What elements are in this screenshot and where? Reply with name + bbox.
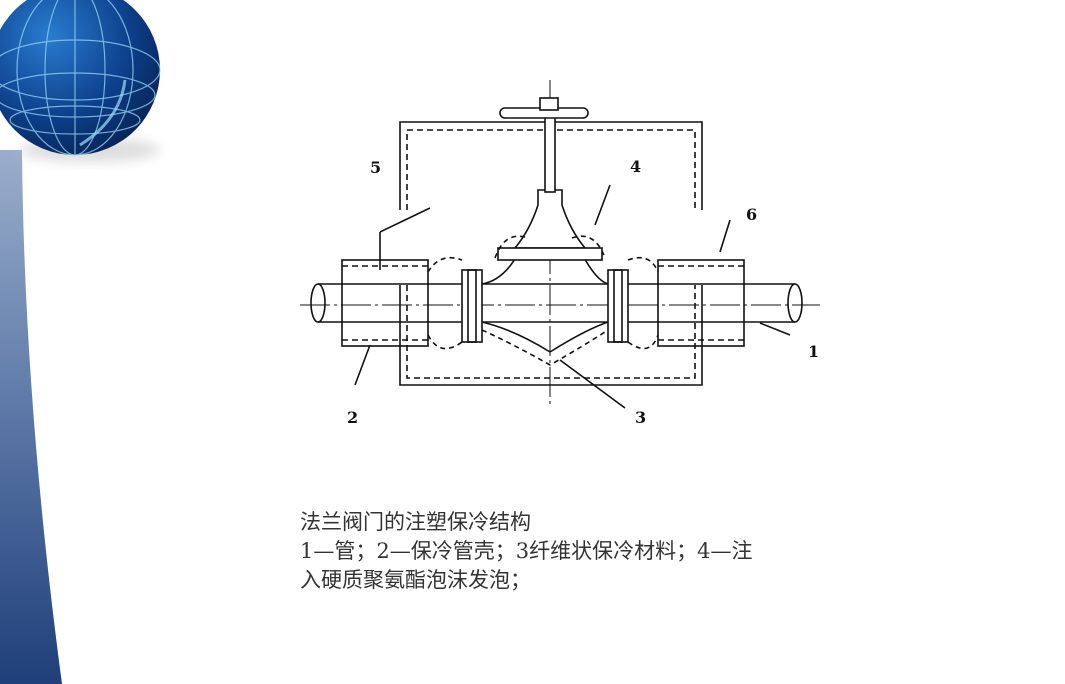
right-flange bbox=[607, 269, 629, 343]
right-pipe-shell bbox=[657, 259, 745, 347]
label-6: 6 bbox=[746, 205, 757, 224]
valve-insulation-diagram: 5 4 6 1 2 3 bbox=[300, 80, 820, 427]
left-pipe-shell bbox=[341, 259, 429, 347]
label-3: 3 bbox=[635, 408, 646, 427]
sidebar-decoration bbox=[0, 150, 62, 684]
globe-logo bbox=[0, 0, 161, 162]
label-2: 2 bbox=[347, 408, 358, 427]
label-1: 1 bbox=[808, 342, 819, 361]
diagram-caption: 法兰阀门的注塑保冷结构 1—管；2—保冷管壳；3纤维状保冷材料；4—注 入硬质聚… bbox=[300, 508, 900, 595]
caption-title: 法兰阀门的注塑保冷结构 bbox=[300, 510, 531, 534]
valve-stem bbox=[544, 109, 556, 193]
label-5: 5 bbox=[370, 158, 381, 177]
left-flange bbox=[461, 269, 483, 343]
caption-legend-line-2: 入硬质聚氨酯泡沫发泡； bbox=[300, 568, 531, 592]
label-4: 4 bbox=[630, 157, 641, 176]
caption-legend-line-1: 1—管；2—保冷管壳；3纤维状保冷材料；4—注 bbox=[300, 539, 753, 563]
valve-body bbox=[481, 249, 609, 353]
pipe bbox=[318, 283, 795, 323]
valve-bonnet bbox=[513, 189, 587, 249]
